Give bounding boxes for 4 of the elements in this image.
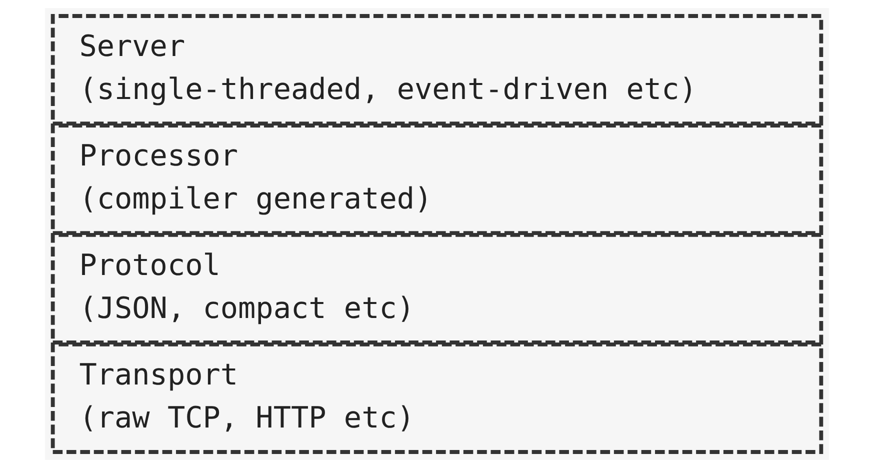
node-box: Protocol (JSON, compact etc): [50, 233, 823, 344]
node-box: Transport (raw TCP, HTTP etc): [50, 342, 823, 454]
node-box: Server (single-threaded, event-driven etc): [50, 14, 823, 126]
node-box: Processor (compiler generated): [50, 124, 823, 235]
